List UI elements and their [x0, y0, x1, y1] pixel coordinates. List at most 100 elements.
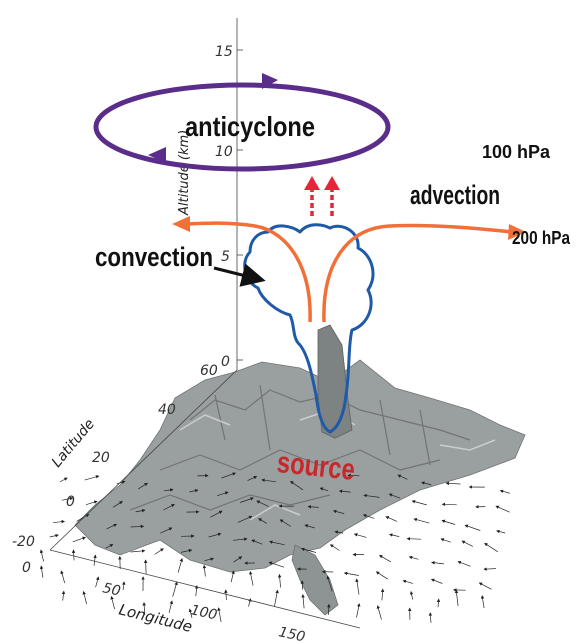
- longitude-tick-0: 0: [22, 560, 31, 576]
- altitude-tick-5: 5: [221, 249, 230, 265]
- wind-vector-14: [388, 493, 401, 499]
- wind-vector-122: [376, 605, 382, 620]
- wind-vector-74: [72, 536, 86, 543]
- wind-vector-99: [249, 571, 254, 586]
- wind-vector-115: [194, 585, 199, 597]
- anticyclone-arrow-top: [262, 73, 278, 89]
- wind-vector-85: [343, 571, 359, 576]
- wind-vector-15: [411, 500, 427, 506]
- wind-vector-70: [431, 561, 444, 565]
- wind-vector-53: [461, 540, 473, 547]
- wind-vector-25: [217, 491, 229, 497]
- longitude-tick-50: 50: [101, 580, 122, 599]
- wind-vector-33: [413, 517, 430, 524]
- wind-vector-131: [217, 607, 222, 622]
- convection-arrow: [213, 263, 266, 287]
- latitude-tick-40: 40: [158, 402, 176, 418]
- wind-vector-124: [428, 612, 433, 623]
- wind-vector-44: [237, 515, 253, 523]
- wind-vector-5: [499, 489, 510, 494]
- wind-vector-34: [441, 519, 456, 525]
- altitude-tick-10: 10: [215, 144, 233, 160]
- wind-vector-26: [239, 497, 254, 503]
- wind-vector-86: [375, 571, 388, 580]
- terrain-surface: [74, 324, 526, 616]
- wind-vector-121: [356, 603, 361, 618]
- wind-vector-8: [247, 475, 258, 481]
- wind-vector-56: [76, 514, 90, 522]
- wind-vector-36: [496, 529, 506, 534]
- wind-vector-61: [208, 532, 222, 538]
- wind-vector-77: [154, 548, 164, 555]
- source-label: source: [275, 446, 356, 487]
- wind-vector-31: [362, 514, 375, 519]
- wind-vector-57: [106, 523, 118, 530]
- wind-vector-12: [338, 489, 351, 494]
- wind-vector-75: [105, 544, 114, 549]
- wind-vector-27: [256, 500, 269, 507]
- longitude-tick-100: 100: [189, 602, 219, 623]
- wind-vector-43: [210, 510, 223, 518]
- wind-vector-65: [300, 547, 317, 553]
- wind-vector-38: [85, 500, 98, 506]
- wind-vector-62: [232, 537, 248, 541]
- wind-vector-21: [116, 480, 126, 485]
- anticyclone-arrow-bottom: [148, 147, 166, 163]
- wind-vector-127: [110, 595, 115, 610]
- wind-vector-119: [301, 594, 305, 609]
- wind-vector-90: [478, 582, 492, 590]
- wind-vector-72: [483, 567, 496, 571]
- wind-vector-100: [277, 573, 282, 588]
- wind-vector-7: [221, 472, 237, 479]
- wind-vector-9: [261, 478, 276, 483]
- wind-vector-98: [230, 570, 235, 583]
- wind-vector-18: [495, 505, 510, 513]
- advection-outflow: [172, 216, 526, 323]
- terrain-peninsula: [291, 544, 339, 616]
- wind-vector-37: [61, 496, 74, 501]
- wind-vector-2: [421, 481, 432, 486]
- wind-vector-130: [188, 608, 193, 618]
- wind-vector-111: [95, 576, 100, 588]
- uplift-arrows: [304, 176, 340, 216]
- longitude-tick-150: 150: [277, 624, 307, 643]
- wind-vector-24: [189, 489, 199, 493]
- wind-vector-39: [112, 501, 123, 508]
- wind-vector-40: [135, 508, 146, 513]
- wind-vector-field: [39, 472, 510, 623]
- wind-vector-48: [334, 530, 344, 534]
- wind-vector-126: [82, 590, 87, 605]
- wind-vector-66: [329, 544, 340, 551]
- wind-vector-128: [142, 602, 146, 615]
- wind-vector-54: [484, 542, 498, 553]
- wind-vector-88: [430, 578, 443, 584]
- advection-label: advection: [410, 180, 500, 210]
- wind-vector-68: [378, 555, 391, 563]
- anticyclone-label: anticyclone: [185, 111, 315, 142]
- altitude-axis: 0 5 10 15 Altitude (km): [177, 18, 243, 370]
- wind-vector-19: [59, 477, 68, 483]
- wind-vector-63: [251, 539, 263, 545]
- wind-vector-103: [355, 578, 360, 595]
- wind-vector-20: [84, 475, 100, 481]
- level-200-hpa-label: 200 hPa: [512, 228, 571, 248]
- wind-vector-11: [319, 487, 329, 492]
- wind-vector-41: [163, 504, 175, 511]
- wind-vector-45: [258, 518, 267, 524]
- wind-vector-87: [402, 579, 413, 584]
- wind-vector-78: [180, 548, 193, 553]
- longitude-axis-label: Longitude: [117, 600, 194, 636]
- wind-vector-55: [53, 519, 65, 524]
- wind-vector-47: [304, 524, 315, 529]
- wind-vector-79: [204, 557, 214, 562]
- wind-vector-91: [39, 549, 44, 562]
- wind-vector-102: [326, 575, 333, 592]
- wind-vector-76: [130, 549, 146, 553]
- wind-vector-10: [290, 481, 304, 491]
- convection-label: convection: [95, 242, 213, 272]
- anticyclone-loop: [93, 73, 391, 172]
- wind-vector-125: [61, 590, 66, 601]
- wind-vector-22: [138, 482, 148, 490]
- wind-vector-32: [385, 516, 398, 522]
